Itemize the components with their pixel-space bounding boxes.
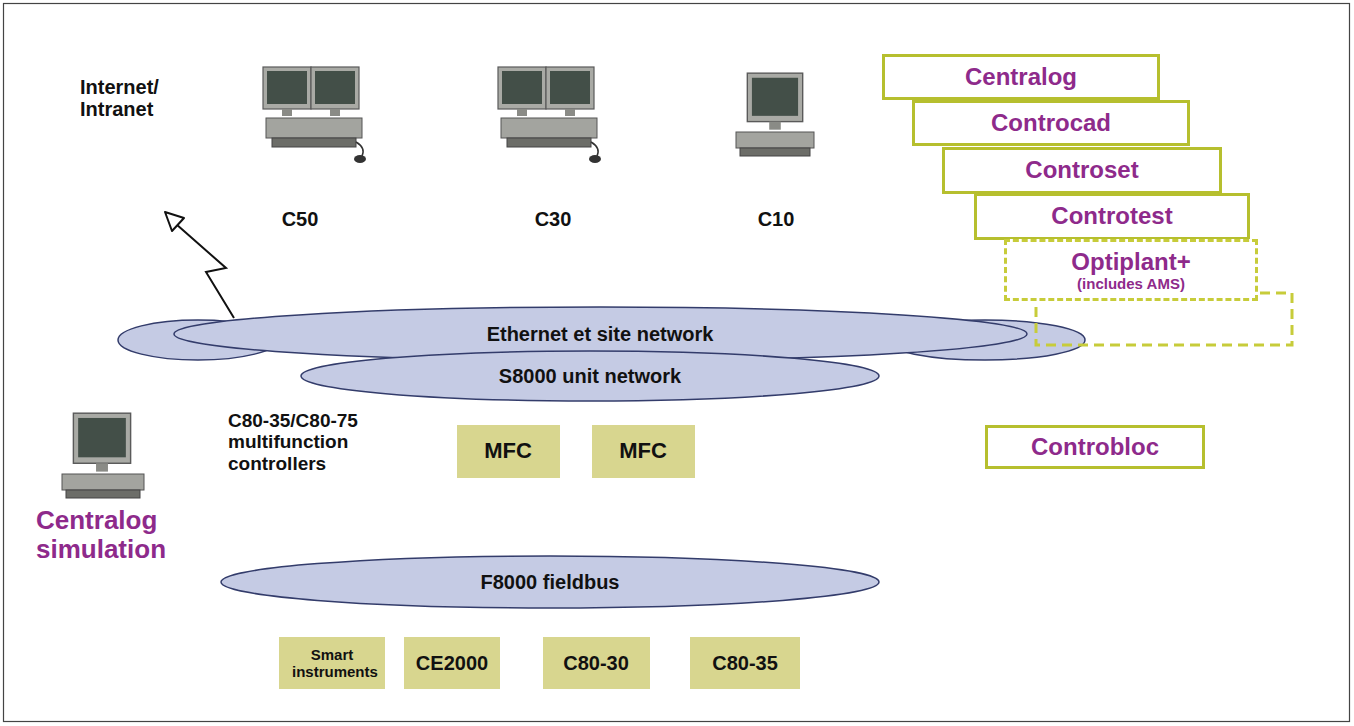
software-module-box: Controtest — [974, 193, 1250, 240]
text-group: Ethernet et site network — [487, 323, 714, 346]
frame-border — [4, 4, 1350, 722]
computer-unit — [736, 132, 814, 148]
text-group: Controbloc — [1031, 433, 1159, 461]
text-group: Smart instruments — [292, 646, 372, 681]
monitor — [498, 67, 546, 116]
box-label: Controset — [1025, 156, 1138, 184]
text-group: F8000 fieldbus — [481, 571, 620, 594]
monitor — [747, 73, 802, 130]
box-label: Smart instruments — [292, 646, 372, 681]
text-group: Controtest — [1051, 202, 1172, 230]
device-box: MFC — [457, 425, 560, 478]
text-group: S8000 unit network — [499, 365, 681, 388]
text-group: C80-35 — [712, 652, 778, 675]
box-label: Ethernet et site network — [487, 323, 714, 346]
box-label: CE2000 — [416, 652, 488, 675]
keyboard — [272, 138, 356, 147]
box-label: MFC — [484, 438, 532, 463]
keyboard — [66, 490, 140, 498]
box-note: (includes AMS) — [1071, 275, 1190, 292]
text-group: C80-30 — [563, 652, 629, 675]
text-group: CE2000 — [416, 652, 488, 675]
text-group: Centralog — [965, 63, 1077, 91]
software-module-box: Centralog — [882, 54, 1160, 100]
lightning-link — [176, 224, 234, 318]
box-label: F8000 fieldbus — [481, 571, 620, 594]
monitor — [546, 67, 594, 116]
text-group: Optiplant+(includes AMS) — [1071, 248, 1190, 293]
device-box: MFC — [592, 425, 695, 478]
device-box: C80-30 — [543, 637, 650, 689]
component-label: C10 — [738, 208, 814, 230]
box-label: C80-30 — [563, 652, 629, 675]
text-group: MFC — [484, 438, 532, 463]
box-label: Controbloc — [1031, 433, 1159, 461]
software-label: Centralog simulation — [36, 506, 216, 564]
software-module-box: Controset — [942, 147, 1222, 194]
device-box: Smart instruments — [279, 637, 385, 689]
mouse — [589, 155, 601, 163]
box-label: MFC — [619, 438, 667, 463]
network-ellipse-shape — [221, 556, 879, 608]
box-label: Controcad — [991, 109, 1111, 137]
arrow-head — [165, 212, 184, 231]
device-box: CE2000 — [404, 637, 500, 689]
component-label: C80-35/C80-75 multifunction controllers — [228, 410, 408, 474]
workstation-icon — [498, 67, 601, 163]
workstation-icon — [62, 413, 144, 498]
box-label: Optiplant+ — [1071, 248, 1190, 276]
computer-unit — [501, 118, 597, 138]
mouse-cable — [356, 142, 363, 156]
component-label: C50 — [262, 208, 338, 230]
text-group: Controcad — [991, 109, 1111, 137]
text-group: MFC — [619, 438, 667, 463]
software-module-box: Controcad — [912, 100, 1190, 146]
box-label: Controtest — [1051, 202, 1172, 230]
device-box: C80-35 — [690, 637, 800, 689]
monitor — [263, 67, 311, 116]
component-label: C30 — [515, 208, 591, 230]
box-label: C80-35 — [712, 652, 778, 675]
computer-unit — [62, 474, 144, 490]
box-label: Centralog — [965, 63, 1077, 91]
keyboard — [740, 148, 810, 156]
workstation-icon — [736, 73, 814, 156]
optional-module-box: Optiplant+(includes AMS) — [1004, 239, 1258, 301]
network-ellipse: F8000 fieldbus — [220, 555, 880, 609]
network-ellipse: S8000 unit network — [300, 350, 880, 402]
computer-unit — [266, 118, 362, 138]
box-label: S8000 unit network — [499, 365, 681, 388]
workstation-icon — [263, 67, 366, 163]
keyboard — [507, 138, 591, 147]
software-module-box: Controbloc — [985, 425, 1205, 469]
mouse-cable — [591, 142, 598, 156]
component-label: Internet/ Intranet — [80, 76, 200, 121]
text-group: Controset — [1025, 156, 1138, 184]
monitor — [311, 67, 359, 116]
mouse — [354, 155, 366, 163]
network-ellipse-shape — [301, 351, 879, 401]
monitor — [73, 413, 130, 471]
